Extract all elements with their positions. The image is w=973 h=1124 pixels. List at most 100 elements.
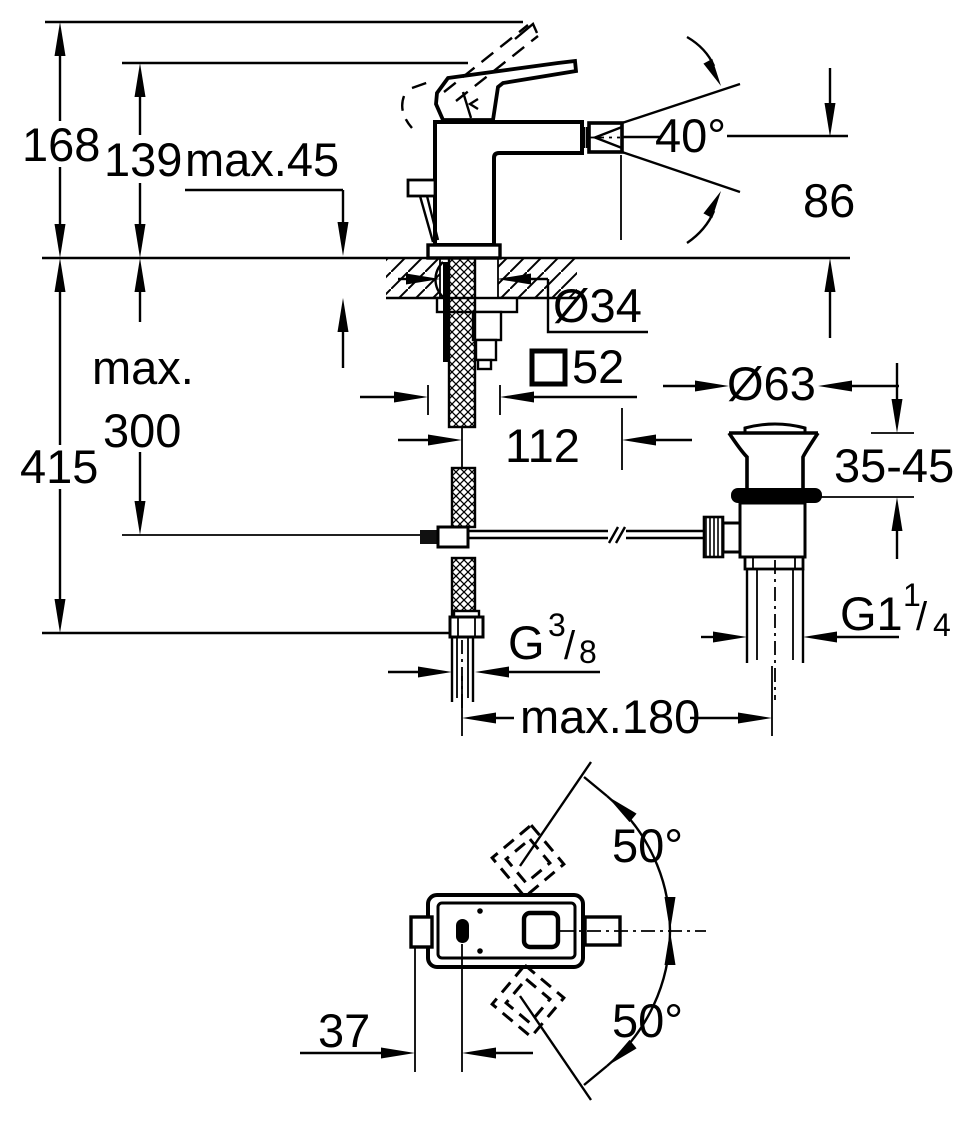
dim-max300-label-line2: 300 [103,404,181,457]
handle-detail [461,91,473,119]
dim-waste-range-label: 35-45 [834,439,954,492]
body-outline [433,120,584,247]
dim-max45: max.45 [185,133,349,368]
waste-nut-band [743,555,805,571]
supply-hose [420,256,485,712]
supply-thread-sup: 3 [548,607,566,643]
dim-dia34: Ø34 [398,273,648,334]
braided-hose-lower [450,556,477,619]
swivel-arcs: 50° 50° [519,761,683,1101]
spray-ray-lower [621,150,741,194]
dim-g-three-eighths: G 3 / 8 [388,607,600,678]
dim-sq52: 52 [360,340,637,415]
waste-cap [743,422,807,435]
dim-max180: max.180 [461,666,773,743]
braided-hose-upper [447,256,477,429]
side-view: 40° 168 [20,20,954,743]
rod-clamp-end [420,530,438,544]
bottom-view: 50° 50° 37 [300,761,706,1101]
detail-dot [477,908,483,914]
shank-wall [443,262,449,362]
base-plate [426,243,502,260]
supply-thread-sub: 8 [579,634,597,670]
handle-raised-tip [514,22,539,40]
waste-thread-sub: 4 [933,607,951,643]
waste-valve [702,422,822,700]
spray-cone: 40° [621,35,848,244]
dim-415: 415 [20,258,98,633]
waste-thread-base: G1 [840,587,903,640]
dim-below-total-label: 415 [20,440,98,493]
rod-break [614,526,627,544]
angle-arrow-upper [703,58,726,89]
rod-break [607,526,620,544]
faucet-top-outline [409,893,706,969]
pop-up-lever [418,195,435,243]
dim-86: 86 [803,68,855,338]
waste-body [738,501,807,559]
handle-raised-line [455,35,539,102]
handle-raised-line [443,24,529,93]
dim-spray-angle: 40° [655,109,726,162]
waste-stem [721,521,742,554]
dim-37: 37 [300,944,533,1072]
dim-waste-diameter-label: Ø63 [727,357,816,410]
pop-up-knob-tab [406,178,437,198]
hose-nut [448,615,485,639]
rod-slot [456,919,469,943]
detail-dot [477,948,483,954]
waste-thread-slash: / [916,595,928,639]
handle-lever [434,58,579,122]
waste-flare-left [727,432,749,489]
rod-tee-block [436,525,470,549]
dim-rod-span-label: max.180 [520,690,700,743]
braided-hose-mid [450,466,477,529]
dim-spout-level-label: 139 [104,133,182,186]
dim-168: 168 [22,22,100,258]
dim-hole-diameter-label: Ø34 [553,279,642,332]
pop-up-lever [425,195,440,241]
fitting-step-2 [474,338,498,362]
handle-square-dashed-upper [490,823,566,899]
faucet-body [401,22,624,260]
dim-swivel-lower-label: 50° [612,994,683,1047]
handle-raised-dash [411,79,433,90]
dim-rod-offset-label: 37 [318,1004,370,1057]
arc-tangent-stub-upper [583,776,608,797]
dim-base-square-label: 52 [572,340,624,393]
arc-tangent-stub-lower [583,1065,608,1086]
fitting-step-3 [476,358,493,371]
dim-deck-thickness-label: max.45 [185,133,339,186]
waste-thread-sup: 1 [903,577,921,613]
spray-ray-upper [621,82,741,125]
handle-raised-dashed [401,22,539,129]
dim-dia63: Ø63 [663,357,899,410]
supply-thread-base: G [508,616,545,669]
handle-swivel-positions [490,823,566,1039]
waste-seal-ring [731,488,822,503]
swivel-axis-lower [519,995,592,1101]
handle-detail-chevron [467,97,479,111]
dim-swivel-upper-label: 50° [612,819,683,872]
swivel-axis-upper [519,761,592,867]
dim-spout-reach-label: 112 [505,419,580,472]
dim-112: 112 [398,408,692,472]
waste-flare-right [801,432,820,489]
angle-arrow-lower [703,188,726,219]
dim-max300: max. 300 [92,258,194,535]
fitting-step-1 [471,310,503,342]
dim-g1-quarter: G1 1 / 4 [701,577,951,643]
square-symbol [529,348,568,387]
waste-knurled-knob [702,515,725,559]
handle-raised-dash [401,95,413,129]
dim-total-height-label: 168 [22,118,100,171]
handle-square-dashed-lower [490,963,566,1039]
dim-35-45: 35-45 [820,363,954,559]
pop-up-rod [468,526,704,544]
dim-139: 139 [104,63,182,258]
handle-square [521,910,561,950]
supply-thread-slash: / [564,624,576,668]
dim-max300-label-line1: max. [92,341,194,394]
